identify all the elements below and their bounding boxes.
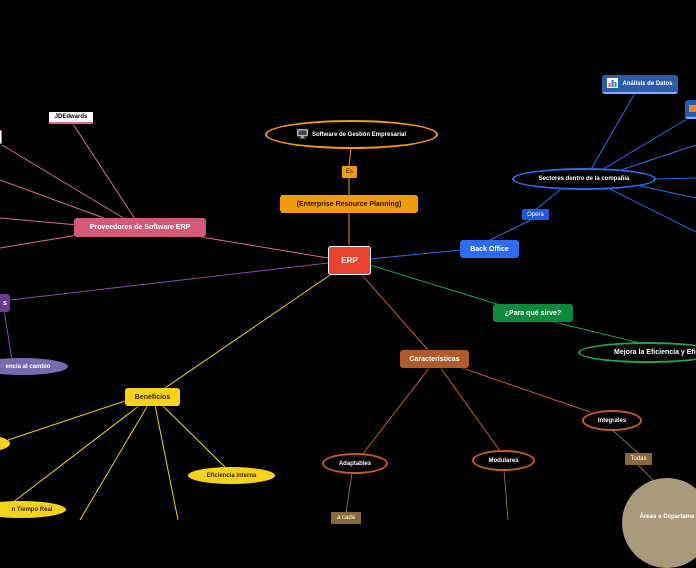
node-partial-blue[interactable]	[685, 100, 696, 119]
monitor-icon	[297, 128, 308, 141]
central-node-erp[interactable]: ERP	[328, 246, 371, 275]
node-beneficios[interactable]: Beneficios	[125, 388, 180, 406]
node-integrales-label: Integrales	[597, 417, 627, 424]
node-resistencia-label: encia al cambio	[5, 363, 51, 370]
node-expansion-label: (Enterprise Resource Planning)	[296, 200, 402, 208]
node-back-office-label: Back Office	[470, 245, 509, 253]
box-icon	[688, 105, 696, 112]
node-caracteristicas[interactable]: Características	[400, 350, 469, 368]
node-software-gestion[interactable]: Software de Gestión Empresarial	[265, 120, 438, 149]
node-modulares-label: Modulares	[488, 457, 519, 464]
node-modulares[interactable]: Modulares	[472, 450, 535, 471]
node-partial-purple[interactable]: s	[0, 294, 10, 312]
node-partial-pink[interactable]	[0, 130, 2, 144]
node-proveedores-label: Proveedores de Software ERP	[89, 224, 191, 231]
node-sectores-label: Sectores dentro de la compañía	[538, 176, 630, 182]
node-eficiencia-interna[interactable]: Eficiencia interna	[188, 467, 275, 484]
node-para-que-label: ¿Para qué sirve?	[504, 309, 562, 317]
node-adaptables-label: Adaptables	[338, 460, 372, 467]
node-beneficios-label: Beneficios	[134, 393, 171, 401]
tag-es: Es	[342, 166, 357, 178]
node-partial-purple-label: s	[3, 299, 7, 307]
tag-a-cada-label: a cada	[336, 515, 355, 521]
node-areas-label: Áreas o Departame	[639, 514, 695, 520]
node-integrales[interactable]: Integrales	[582, 410, 642, 431]
node-caracteristicas-label: Características	[409, 355, 460, 363]
tag-todas-label: Todas	[630, 456, 647, 462]
bar-chart-icon	[607, 77, 619, 90]
node-proveedores-erp[interactable]: Proveedores de Software ERP	[74, 218, 206, 237]
node-analisis-datos[interactable]: Análisis de Datos	[602, 75, 678, 94]
node-tiempo-real-label: n Tiempo Real	[11, 506, 53, 513]
node-enterprise-resource-planning[interactable]: (Enterprise Resource Planning)	[280, 195, 418, 213]
node-jdedwards-label: JDEdwards	[54, 114, 88, 120]
node-eficiencia-interna-label: Eficiencia interna	[206, 472, 257, 479]
node-resistencia-cambio[interactable]: encia al cambio	[0, 358, 68, 375]
node-adaptables[interactable]: Adaptables	[322, 453, 388, 474]
node-analisis-label: Análisis de Datos	[622, 80, 673, 87]
node-jdedwards[interactable]: JDEdwards	[49, 112, 93, 124]
connector-lines	[0, 92, 696, 520]
central-node-label: ERP	[341, 256, 358, 265]
node-back-office[interactable]: Back Office	[460, 240, 519, 258]
node-mejora-label: Mejora la Eficiencia y Efi	[614, 349, 696, 356]
tag-opera-label: Opera	[527, 211, 544, 218]
node-areas-departamentos[interactable]: Áreas o Departame	[622, 478, 696, 568]
node-partial-yellow[interactable]	[0, 436, 10, 451]
node-software-label: Software de Gestión Empresarial	[311, 131, 407, 138]
tag-todas: Todas	[625, 453, 652, 465]
tag-es-label: Es	[345, 169, 353, 175]
node-tiempo-real[interactable]: n Tiempo Real	[0, 501, 66, 518]
node-mejora-eficiencia[interactable]: Mejora la Eficiencia y Efi	[578, 342, 696, 363]
tag-a-cada: a cada	[331, 512, 361, 524]
node-sectores[interactable]: Sectores dentro de la compañía	[512, 168, 656, 190]
tag-opera: Opera	[522, 209, 549, 220]
node-para-que-sirve[interactable]: ¿Para qué sirve?	[493, 304, 573, 322]
